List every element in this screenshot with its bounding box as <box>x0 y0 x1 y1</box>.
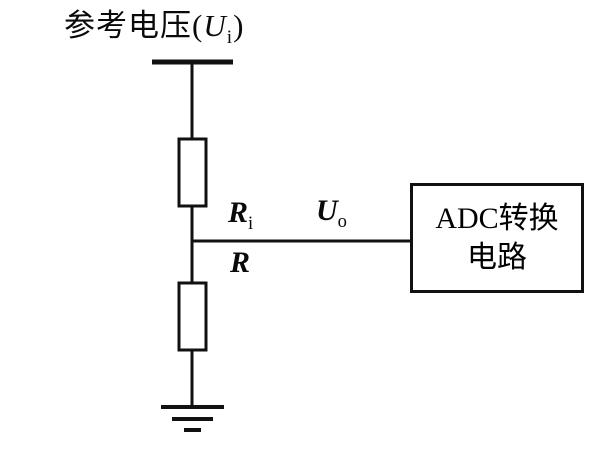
output-voltage-sub: o <box>337 211 347 232</box>
resistor-upper-var: R <box>228 196 249 229</box>
resistor-lower-label: R <box>230 248 250 278</box>
ground-icon <box>161 405 224 432</box>
reference-voltage-var: U <box>203 8 227 43</box>
reference-voltage-text: 参考电压( <box>64 8 204 43</box>
output-voltage-var: U <box>316 194 338 227</box>
resistor-upper-sub: i <box>248 213 254 234</box>
resistor-lower <box>177 281 208 352</box>
adc-box-line2: 电路 <box>467 241 527 274</box>
resistor-upper <box>177 137 208 208</box>
reference-voltage-label: 参考电压(Ui) <box>64 8 245 47</box>
reference-voltage-sub: i <box>226 27 234 49</box>
output-voltage-label: Uo <box>316 194 347 231</box>
adc-box: ADC转换 电路 <box>410 183 584 293</box>
reference-voltage-suffix: ) <box>233 8 245 43</box>
resistor-upper-label: Ri <box>228 196 253 233</box>
adc-box-line1: ADC转换 <box>435 202 559 235</box>
resistor-lower-var: R <box>230 246 251 279</box>
